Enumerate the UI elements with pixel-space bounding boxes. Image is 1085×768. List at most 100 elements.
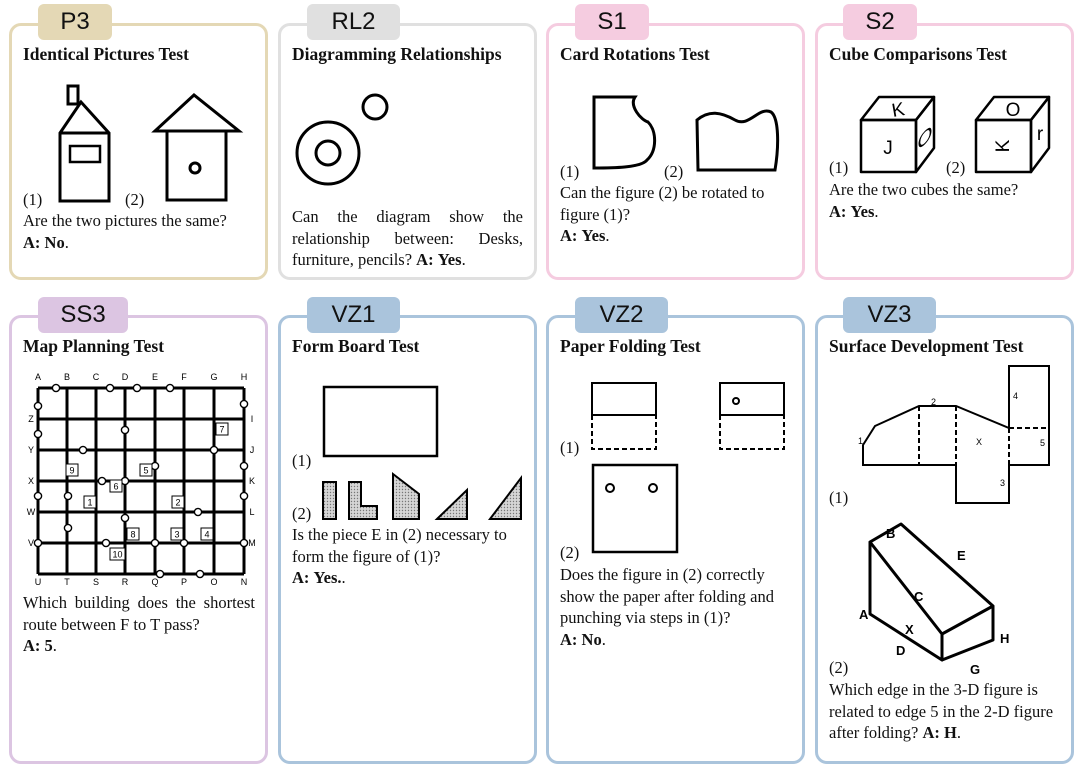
- map-building-number: 3: [174, 530, 179, 540]
- map-circle: [155, 569, 165, 579]
- piece-d: [434, 487, 468, 520]
- map-bottom-letter: R: [122, 577, 129, 587]
- answer-suffix: .: [874, 201, 879, 221]
- card-vz1: Form Board Test (1) (2) Is the piece E i…: [278, 315, 537, 764]
- net-label-x: X: [976, 437, 982, 447]
- card-p3: Identical Pictures Test (1) (2) Are the …: [9, 23, 268, 280]
- question: Does the figure in (2) correctly show th…: [560, 565, 774, 627]
- tag-vz3: VZ3: [843, 297, 936, 333]
- map-building: 1: [83, 495, 97, 509]
- card-shape-1: [592, 95, 657, 170]
- question: Can the diagram show the relationship be…: [292, 207, 523, 269]
- prism-label-a: A: [859, 607, 869, 622]
- prism-label-b: B: [886, 526, 895, 541]
- map-right-letter: M: [248, 538, 256, 548]
- map-circle: [239, 399, 249, 409]
- piece-e: [487, 475, 522, 520]
- fold-step-2: [719, 382, 785, 416]
- map-top-letter: F: [181, 372, 187, 382]
- map-top-letter: E: [152, 372, 158, 382]
- map-building: 3: [170, 527, 184, 541]
- cube1-side-letter: O: [918, 119, 933, 155]
- map-building: 2: [171, 495, 185, 509]
- question-text: Is the piece E in (2) necessary to form …: [292, 524, 528, 589]
- identical-pictures-figure: [58, 84, 244, 203]
- map-building: 9: [65, 463, 79, 477]
- answer-suffix: .: [601, 629, 606, 649]
- house-picture-1: [58, 84, 111, 203]
- tag-vz2: VZ2: [575, 297, 668, 333]
- cube1-top-letter: K: [890, 99, 906, 122]
- card-title: Card Rotations Test: [560, 44, 710, 64]
- fold-step-1: [591, 382, 657, 416]
- answer: No: [581, 629, 602, 649]
- answer: Yes: [581, 226, 606, 245]
- cube-2: [974, 95, 1051, 174]
- piece-c: [392, 471, 420, 520]
- question: Are the two cubes the same?: [829, 180, 1019, 199]
- map-top-letter: B: [64, 372, 70, 382]
- map-circle: [97, 476, 107, 486]
- map-circle: [195, 569, 205, 579]
- map-circle: [179, 538, 189, 548]
- cube-1: [859, 95, 936, 174]
- card-title: Diagramming Relationships: [292, 44, 502, 64]
- map-circle: [63, 523, 73, 533]
- answer-suffix: .: [341, 568, 346, 587]
- map-circle: [239, 491, 249, 501]
- map-building: 8: [126, 527, 140, 541]
- map-bottom-letter: P: [181, 577, 187, 587]
- net-label-3: 3: [1000, 478, 1005, 488]
- cube2-top-letter: O: [1006, 100, 1021, 121]
- answer: Yes.: [313, 568, 342, 587]
- map-circle: [193, 507, 203, 517]
- question: Are the two pictures the same?: [23, 211, 227, 230]
- map-circle: [105, 383, 115, 393]
- answer-prefix: A:: [922, 723, 940, 742]
- card-title: Map Planning Test: [23, 336, 165, 356]
- question-text: Can the diagram show the relationship be…: [292, 206, 523, 271]
- map-circle: [63, 491, 73, 501]
- figure-label-1: (1): [560, 162, 580, 181]
- question: Which building does the shortest route b…: [23, 593, 255, 634]
- prism-label-d: D: [896, 643, 905, 658]
- prism-label-g: G: [970, 662, 980, 677]
- map-circle: [120, 425, 130, 435]
- map-circle: [150, 538, 160, 548]
- net-label-5: 5: [1040, 438, 1045, 448]
- map-left-letter: Y: [28, 445, 34, 455]
- map-circle: [209, 445, 219, 455]
- map-circle: [51, 383, 61, 393]
- map-circle: [33, 538, 43, 548]
- figure-label-2: (2): [946, 158, 966, 177]
- card-title: Surface Development Test: [829, 336, 1024, 356]
- card-vz3: Surface Development Test 1 2 3 4 5 X A B…: [815, 315, 1074, 764]
- map-bottom-letter: S: [93, 577, 99, 587]
- tag-p3: P3: [38, 4, 112, 40]
- figure-label-1: (1): [292, 451, 312, 470]
- answer-suffix: .: [956, 723, 961, 742]
- furniture-circle: [295, 120, 361, 186]
- map-bottom-letter: U: [35, 577, 42, 587]
- map-circle: [33, 429, 43, 439]
- answer: No: [44, 232, 65, 252]
- map-circle: [165, 383, 175, 393]
- map-right-letter: J: [250, 445, 255, 455]
- cube-comparison-figure: K J O O K r: [859, 95, 1051, 174]
- answer-suffix: .: [605, 226, 610, 245]
- figure-label-1: (1): [23, 190, 43, 209]
- question-text: Are the two pictures the same? A: No.: [23, 210, 259, 253]
- map-building-number: 8: [130, 530, 135, 540]
- map-circle: [78, 445, 88, 455]
- net-label-1: 1: [858, 436, 863, 446]
- figure-label-1: (1): [560, 438, 580, 457]
- map-circle: [101, 538, 111, 548]
- map-building: 5: [139, 463, 153, 477]
- card-rl2: Diagramming Relationships Can the diagra…: [278, 23, 537, 280]
- card-title: Identical Pictures Test: [23, 44, 189, 64]
- card-title: Cube Comparisons Test: [829, 44, 1007, 64]
- map-right-letter: I: [251, 414, 254, 424]
- form-board-figure: [322, 385, 522, 520]
- map-top-letter: A: [35, 372, 41, 382]
- tag-ss3: SS3: [38, 297, 128, 333]
